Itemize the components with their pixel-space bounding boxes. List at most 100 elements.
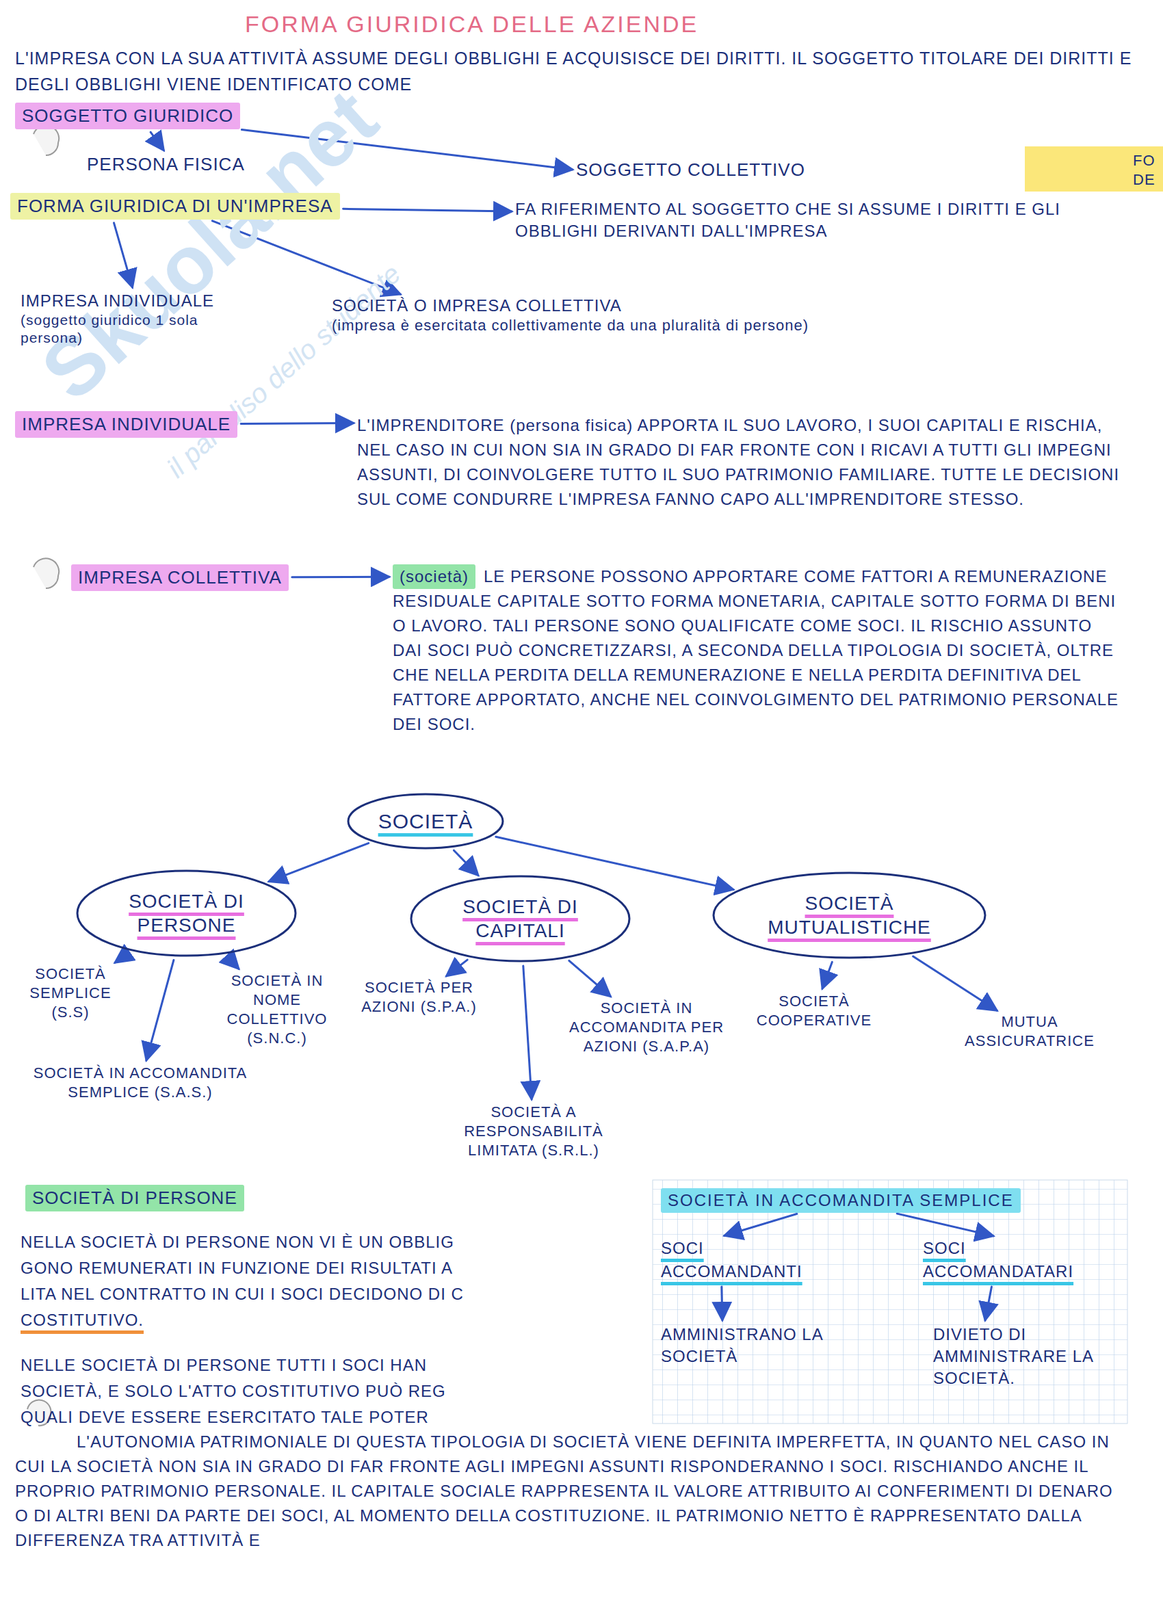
node-text: SOCIETÀ IN NOME COLLETTIVO (S.N.C.) — [205, 971, 349, 1049]
highlight-band: SOCIETÀ IN ACCOMANDITA SEMPLICE — [660, 1188, 1021, 1213]
note-line: GONO REMUNERATI IN FUNZIONE DEI RISULTAT… — [20, 1256, 453, 1281]
intro-paragraph: L'IMPRESA CON LA SUA ATTIVITÀ ASSUME DEG… — [15, 45, 1144, 98]
company-type: SOCIETÀ IN ACCOMANDITA SEMPLICE (S.A.S.) — [27, 1063, 254, 1103]
ellipse-shape — [348, 794, 503, 849]
sticky-note — [1024, 146, 1163, 192]
grid-paper-note — [652, 1180, 1128, 1424]
ellipse-node: SOCIETÀ MUTUALISTICHE — [712, 871, 987, 960]
arrow-connector — [896, 1213, 994, 1237]
node-text: SOCIETÀ DI PERSONE — [114, 889, 259, 938]
node-text: AMMINISTRANO LA SOCIETÀ — [660, 1323, 867, 1368]
node-text: IMPRESA INDIVIDUALE — [20, 290, 247, 312]
definition-text: FA RIFERIMENTO AL SOGGETTO CHE SI ASSUME… — [515, 198, 1125, 243]
node-text: SOCIETÀ IN ACCOMANDITA SEMPLICE (S.A.S.) — [27, 1063, 254, 1103]
punch-hole — [33, 558, 59, 589]
node-text: SOCIETÀ DI CAPITALI — [448, 894, 593, 943]
node-text: SOCI ACCOMANDANTI — [660, 1236, 812, 1284]
highlight-band: IMPRESA INDIVIDUALE — [15, 411, 238, 438]
arrow-connector — [724, 1214, 797, 1237]
concept-text: SOGGETTO COLLETTIVO — [576, 158, 806, 182]
node-text: SOCI ACCOMANDATARI — [922, 1236, 1108, 1284]
note-line: QUALI DEVE ESSERE ESERCITATO TALE POTER — [20, 1405, 429, 1430]
node-text: (impresa è esercitata collettivamente da… — [331, 316, 811, 336]
node-text: IMPRESA INDIVIDUALE — [21, 413, 231, 436]
node-text: SOCIETÀ A RESPONSABILITÀ LIMITATA (S.R.L… — [437, 1102, 630, 1161]
node-text: SOCIETÀ PER AZIONI (S.P.A.) — [359, 978, 479, 1017]
arrow-connector — [454, 850, 479, 876]
arrow-connector — [292, 576, 390, 579]
ellipse-shape — [77, 870, 296, 956]
node-text: MUTUA ASSICURATRICE — [950, 1012, 1109, 1051]
concept-text: IMPRESA INDIVIDUALE(soggetto giuridico 1… — [20, 290, 247, 347]
arrow-connector — [822, 961, 832, 989]
note-line: NELLA SOCIETÀ DI PERSONE NON VI È UN OBB… — [20, 1230, 455, 1255]
ellipse-node: SOCIETÀ — [346, 792, 505, 850]
node-text: PERSONA FISICA — [86, 153, 245, 176]
note-line: NELLE SOCIETÀ DI PERSONE TUTTI I SOCI HA… — [20, 1353, 427, 1378]
node-text: SOCIETÀ IN ACCOMANDITA PER AZIONI (S.A.P… — [554, 998, 739, 1057]
highlight-band: (società) — [392, 564, 476, 590]
concept-text: SOCIETÀ O IMPRESA COLLETTIVA(impresa è e… — [331, 295, 811, 336]
highlight-band: SOCIETÀ DI PERSONE — [25, 1184, 245, 1212]
node-text: SOCIETÀ O IMPRESA COLLETTIVA — [331, 295, 811, 317]
sticky-note-text: FO — [1132, 151, 1156, 170]
note-line: SOCIETÀ, E SOLO L'ATTO COSTITUTIVO PUÒ R… — [20, 1379, 447, 1404]
arrow-connector — [240, 422, 354, 424]
ellipse-node: SOCIETÀ DI CAPITALI — [409, 874, 631, 963]
partner-role: AMMINISTRANO LA SOCIETÀ — [660, 1323, 867, 1368]
punch-hole — [33, 125, 59, 156]
partner-type: SOCI ACCOMANDANTI — [660, 1236, 812, 1284]
node-text: SOGGETTO COLLETTIVO — [576, 158, 806, 182]
node-text: FORMA GIURIDICA DI UN'IMPRESA — [17, 194, 334, 218]
arrow-connector — [150, 132, 164, 151]
arrow-connector — [268, 843, 369, 882]
arrow-connector — [446, 959, 468, 977]
page-title: FORMA GIURIDICA DELLE AZIENDE — [244, 9, 699, 39]
partner-role: DIVIETO DI AMMINISTRARE LA SOCIETÀ. — [933, 1323, 1105, 1390]
node-text: SOCIETÀ COOPERATIVE — [725, 991, 904, 1031]
node-text: L'IMPRENDITORE (persona fisica) APPORTA … — [357, 413, 1124, 512]
company-type: SOCIETÀ PER AZIONI (S.P.A.) — [359, 978, 479, 1017]
arrow-connector — [227, 957, 239, 970]
highlight-band: FORMA GIURIDICA DI UN'IMPRESA — [10, 192, 341, 220]
node-text: SOCIETÀ IN ACCOMANDITA SEMPLICE — [667, 1190, 1014, 1211]
company-type: SOCIETÀ SEMPLICE (S.S) — [12, 964, 129, 1023]
company-type: SOCIETÀ COOPERATIVE — [725, 991, 904, 1031]
node-text: SOCIETÀ MUTUALISTICHE — [757, 891, 943, 940]
node-text: SOCIETÀ SEMPLICE (S.S) — [12, 964, 129, 1023]
arrow-connector — [523, 965, 532, 1100]
ellipse-shape — [411, 876, 630, 962]
highlight-band: IMPRESA COLLETTIVA — [71, 564, 289, 592]
node-text: SOGGETTO GIURIDICO — [21, 104, 234, 128]
note-line: LITA NEL CONTRATTO IN CUI I SOCI DECIDON… — [20, 1282, 464, 1307]
arrow-connector — [114, 952, 129, 963]
ellipse-shape — [713, 872, 986, 958]
note-line: COSTITUTIVO. — [20, 1308, 144, 1333]
paragraph-text: L'IMPRENDITORE (persona fisica) APPORTA … — [357, 413, 1124, 512]
company-type: SOCIETÀ A RESPONSABILITÀ LIMITATA (S.R.L… — [437, 1102, 630, 1161]
node-text: SOCIETÀ — [378, 808, 474, 835]
paragraph-text: L'AUTONOMIA PATRIMONIALE DI QUESTA TIPOL… — [15, 1429, 1131, 1553]
company-type: MUTUA ASSICURATRICE — [950, 1012, 1109, 1051]
sticky-note-text: DE — [1132, 171, 1156, 189]
node-text: (società) — [399, 566, 469, 587]
ellipse-outline — [409, 874, 631, 963]
ellipse-outline — [75, 869, 297, 958]
arrow-connector — [146, 960, 174, 1062]
arrow-connector — [569, 960, 611, 997]
arrow-connector — [495, 836, 734, 890]
ellipse-outline — [712, 871, 987, 960]
node-text: DIVIETO DI AMMINISTRARE LA SOCIETÀ. — [933, 1323, 1105, 1390]
arrow-connector — [721, 1286, 723, 1321]
node-text: SOCIETÀ DI PERSONE — [32, 1186, 238, 1210]
node-text: IMPRESA COLLETTIVA — [77, 566, 282, 590]
node-text: FA RIFERIMENTO AL SOGGETTO CHE SI ASSUME… — [515, 198, 1125, 243]
arrow-connector — [343, 208, 512, 212]
company-type: SOCIETÀ IN NOME COLLETTIVO (S.N.C.) — [205, 971, 349, 1049]
concept-text: PERSONA FISICA — [86, 153, 245, 176]
highlight-band: SOGGETTO GIURIDICO — [15, 102, 241, 130]
grid-paper-note — [652, 1180, 1128, 1424]
company-type: SOCIETÀ IN ACCOMANDITA PER AZIONI (S.A.P… — [554, 998, 739, 1057]
node-text: (soggetto giuridico 1 sola persona) — [20, 311, 247, 347]
